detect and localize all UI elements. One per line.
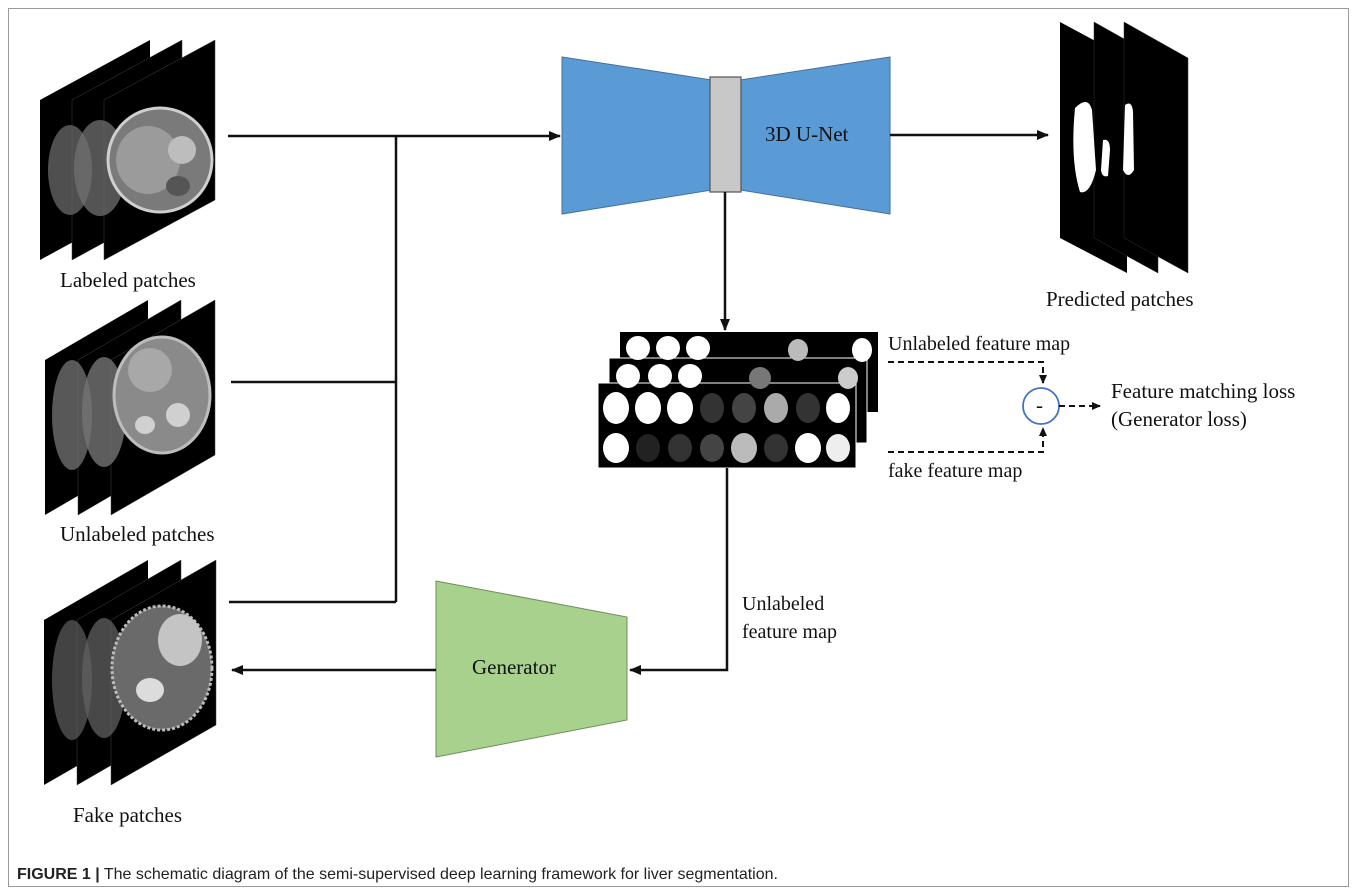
labeled-patches-label: Labeled patches xyxy=(60,268,196,292)
fake-patches-stack xyxy=(44,560,216,785)
unet-bottleneck xyxy=(710,77,741,192)
unlabeled-feature-dashed-arrow xyxy=(888,362,1043,383)
labeled-patches-stack xyxy=(40,40,215,260)
unlabeled-patches-label: Unlabeled patches xyxy=(60,522,215,546)
unlabeled-patches-stack xyxy=(45,300,215,515)
bottom-feature-label-line1: Unlabeled xyxy=(742,593,824,615)
unlabeled-feature-map-label: Unlabeled feature map xyxy=(888,333,1070,355)
loss-label-line1: Feature matching loss xyxy=(1111,379,1295,403)
loss-label-line2: (Generator loss) xyxy=(1111,407,1247,431)
fake-feature-map-label: fake feature map xyxy=(888,460,1022,482)
figure-caption: FIGURE 1 | The schematic diagram of the … xyxy=(17,866,778,884)
bottom-feature-label-line2: feature map xyxy=(742,621,837,643)
feature-maps-stack xyxy=(598,332,878,468)
minus-symbol: - xyxy=(1036,393,1043,417)
predicted-patches-label: Predicted patches xyxy=(1046,287,1194,311)
unet-label: 3D U-Net xyxy=(765,122,849,146)
caption-prefix: FIGURE 1 | xyxy=(17,866,100,883)
generator-label: Generator xyxy=(472,655,556,679)
feature-to-generator-arrow xyxy=(630,468,727,670)
fake-feature-dashed-arrow xyxy=(888,428,1043,452)
predicted-patches-stack xyxy=(1060,22,1188,273)
caption-text: The schematic diagram of the semi-superv… xyxy=(100,866,778,883)
fake-patches-label: Fake patches xyxy=(73,803,182,827)
